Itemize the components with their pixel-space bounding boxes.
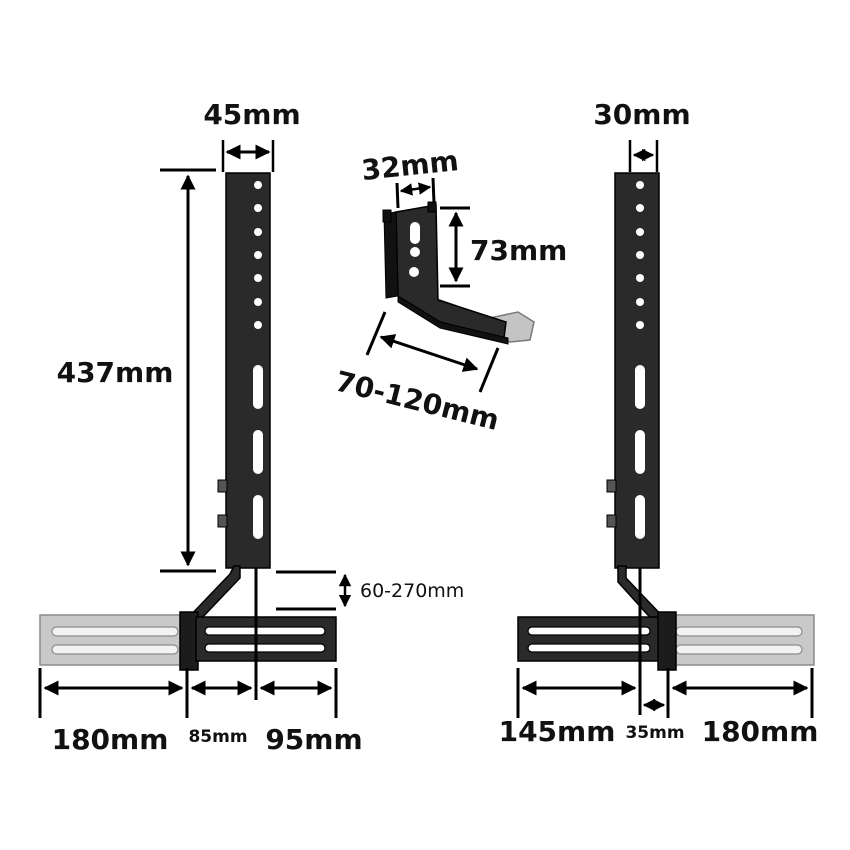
- right-extension-label: 180mm: [702, 715, 819, 748]
- left-bracket: [39, 172, 337, 700]
- right-bracket: [517, 172, 815, 715]
- left-height-label: 437mm: [57, 356, 174, 389]
- right-bar-holes: [635, 181, 645, 539]
- left-extension-label: 180mm: [52, 723, 169, 756]
- left-black-arm: [195, 616, 337, 662]
- clamp-range-dim: [365, 311, 500, 393]
- clamp-height-dim: [440, 206, 470, 288]
- right-offset-label: 35mm: [625, 723, 684, 743]
- vertical-adjust-dim: [276, 570, 352, 611]
- left-inner-label: 85mm: [188, 727, 247, 747]
- left-width-dim: [221, 140, 275, 172]
- left-arm-dims: [38, 668, 338, 718]
- clamp-width-label: 32mm: [360, 144, 460, 187]
- right-gray-extension: [663, 614, 815, 666]
- right-width-label: 30mm: [593, 98, 690, 131]
- left-gray-extension: [39, 614, 191, 666]
- left-width-label: 45mm: [203, 98, 300, 131]
- left-outer-label: 95mm: [265, 723, 362, 756]
- right-base-label: 145mm: [499, 715, 616, 748]
- left-height-dim: [160, 168, 216, 573]
- clamp-height-label: 73mm: [470, 234, 567, 267]
- left-bar-holes: [253, 181, 263, 539]
- vertical-adjust-label: 60-270mm: [360, 580, 464, 602]
- left-vertical-bar: [225, 172, 271, 569]
- clamp-range-label: 70-120mm: [332, 365, 502, 438]
- right-arm-dims: [516, 668, 814, 718]
- clamp-width-dim: [395, 177, 436, 209]
- right-width-dim: [628, 140, 659, 172]
- clamp-bracket: [382, 201, 535, 345]
